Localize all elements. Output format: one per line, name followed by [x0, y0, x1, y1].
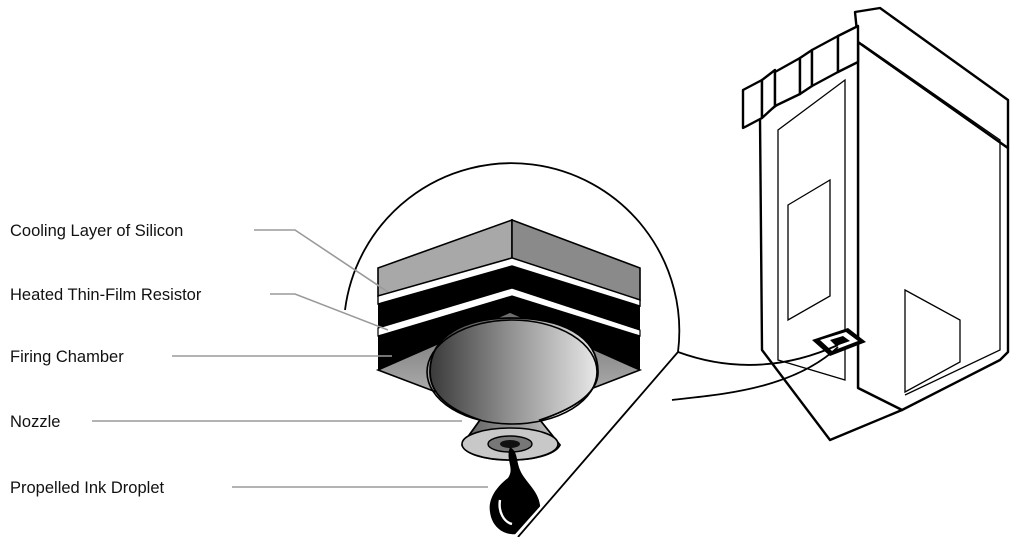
ink-cartridge — [743, 8, 1008, 440]
label-firing-chamber: Firing Chamber — [10, 348, 124, 366]
label-cooling-layer: Cooling Layer of Silicon — [10, 222, 183, 240]
leader-resistor — [270, 294, 388, 330]
leader-cooling-layer — [254, 230, 388, 292]
label-nozzle: Nozzle — [10, 413, 60, 431]
label-resistor: Heated Thin-Film Resistor — [10, 286, 202, 304]
label-ink-droplet: Propelled Ink Droplet — [10, 479, 164, 497]
callout-labels: Cooling Layer of Silicon Heated Thin-Fil… — [10, 222, 202, 497]
